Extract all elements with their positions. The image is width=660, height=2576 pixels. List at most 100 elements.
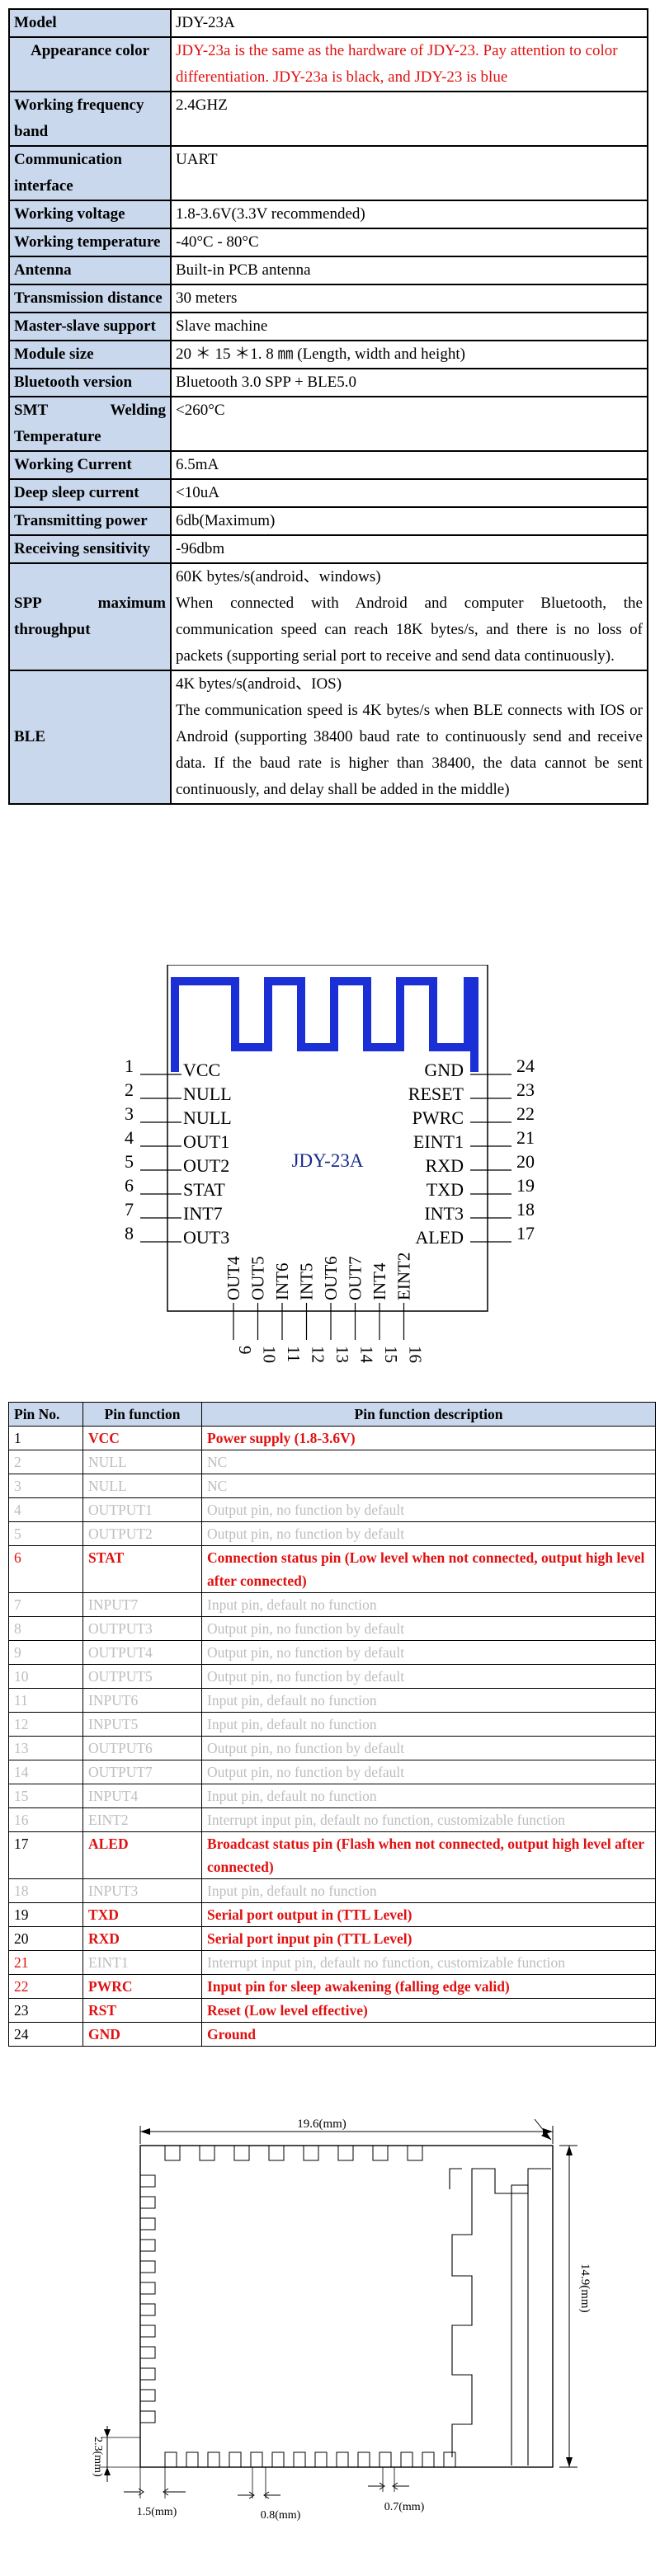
spec-key: Transmitting power [8,506,172,536]
pad-edge-arrow-right [163,2488,186,2496]
spec-value: 2.4GHZ [170,91,648,147]
pin-function: OUTPUT7 [82,1760,202,1784]
spec-value-line: 1.8-3.6V(3.3V recommended) [176,205,365,223]
spec-row: Receiving sensitivity-96dbm [8,534,648,564]
spec-key: Receiving sensitivity [8,534,172,564]
spec-key: Master-slave support [8,312,172,341]
pin-function: OUTPUT1 [82,1497,202,1522]
pin-description: Power supply (1.8-3.6V) [201,1426,656,1450]
spec-value: <10uA [170,478,648,508]
pad-top [337,2145,354,2161]
spec-value: 6.5mA [170,450,648,480]
spec-value-line: 4K bytes/s(android、IOS) [176,675,342,693]
pin-function: TXD [82,1902,202,1927]
bottom-pin-number: 10 [260,1346,280,1363]
pad-bottom [357,2451,370,2468]
pin-number: 14 [8,1760,83,1784]
pin-description: Serial port input pin (TTL Level) [201,1926,656,1951]
spec-value: 60K bytes/s(android、windows)When connect… [170,562,648,671]
left-pin-number: 7 [125,1199,134,1220]
pad-left [139,2174,156,2188]
bottom-pin-group: OUT49OUT510INT611INT512OUT613OUT714INT41… [224,1253,426,1364]
header-pin-no: Pin No. [8,1402,83,1427]
pin-function: PWRC [82,1974,202,1999]
spec-value-line: Slave machine [176,317,268,335]
spec-key: BLE [8,670,172,805]
pad-top [233,2145,250,2161]
spec-row: Deep sleep current<10uA [8,478,648,508]
corner-arrow [541,2132,551,2140]
left-pin-name: OUT1 [183,1131,229,1152]
right-pin-name: GND [424,1060,464,1080]
height-label: 14.9(mm) [578,2263,592,2313]
pad-top [407,2145,423,2161]
pad-bottom [186,2451,199,2468]
spec-key: Antenna [8,256,172,285]
spec-value: 1.8-3.6V(3.3V recommended) [170,200,648,229]
left-pin-name: STAT [183,1179,225,1200]
pad-left [139,2239,156,2252]
antenna-trace [171,977,478,1072]
bottom-pin-name: OUT4 [224,1256,243,1300]
pin-number: 8 [8,1616,83,1641]
pad-top [303,2145,319,2161]
pad-pitch-label: 0.8(mm) [261,2509,301,2522]
spec-value-line: 2.4GHZ [176,96,228,114]
spec-value-line: Built-in PCB antenna [176,261,311,279]
pad-bottom [422,2451,435,2468]
pin-description: Ground [201,2022,656,2047]
pin-description: Serial port output in (TTL Level) [201,1902,656,1927]
bottom-pin-name: INT5 [297,1263,317,1301]
pad-left [139,2389,156,2402]
pin-number: 1 [8,1426,83,1450]
pin-number: 13 [8,1736,83,1760]
pin-number: 10 [8,1664,83,1689]
pad-group [139,2145,456,2468]
pin-function: EINT2 [82,1807,202,1832]
pin-function: RST [82,1998,202,2023]
right-pin-number: 23 [516,1079,535,1100]
bottom-pin-name: EINT2 [394,1253,414,1300]
spec-value-line: -40°C - 80°C [176,233,259,251]
left-pin-name: NULL [183,1107,232,1128]
spec-key: Module size [8,340,172,369]
right-pin-number: 18 [516,1199,535,1220]
spec-key: Bluetooth version [8,368,172,397]
pin-function: EINT1 [82,1950,202,1975]
pin-description: Reset (Low level effective) [201,1998,656,2023]
pin-function: GND [82,2022,202,2047]
pin-description: Input pin, default no function [201,1878,656,1903]
bottom-pin-name: OUT6 [321,1256,341,1300]
right-pin-name: ALED [415,1227,464,1248]
pad-left [139,2217,156,2230]
pad-width-arrow-left [368,2482,385,2490]
bottom-pin-number: 11 [284,1346,304,1362]
pin-function: INPUT4 [82,1784,202,1808]
header-pin-function: Pin function [82,1402,202,1427]
pin-description: Output pin, no function by default [201,1521,656,1546]
dimension-svg: 19.6(mm) 14.9(mm) 2.3(mm) 1.5(mm) 0.8(mm… [92,2118,592,2522]
spec-value: 4K bytes/s(android、IOS)The communication… [170,670,648,805]
pad-width-label: 0.7(mm) [384,2501,425,2513]
pin-function: RXD [82,1926,202,1951]
spec-key: Working voltage [8,200,172,229]
pad-width-arrow-right [392,2482,409,2490]
corner-arrow-top [104,2429,111,2437]
right-pin-name: EINT1 [413,1131,464,1152]
pin-function: OUTPUT6 [82,1736,202,1760]
left-pin-number: 2 [125,1079,134,1100]
